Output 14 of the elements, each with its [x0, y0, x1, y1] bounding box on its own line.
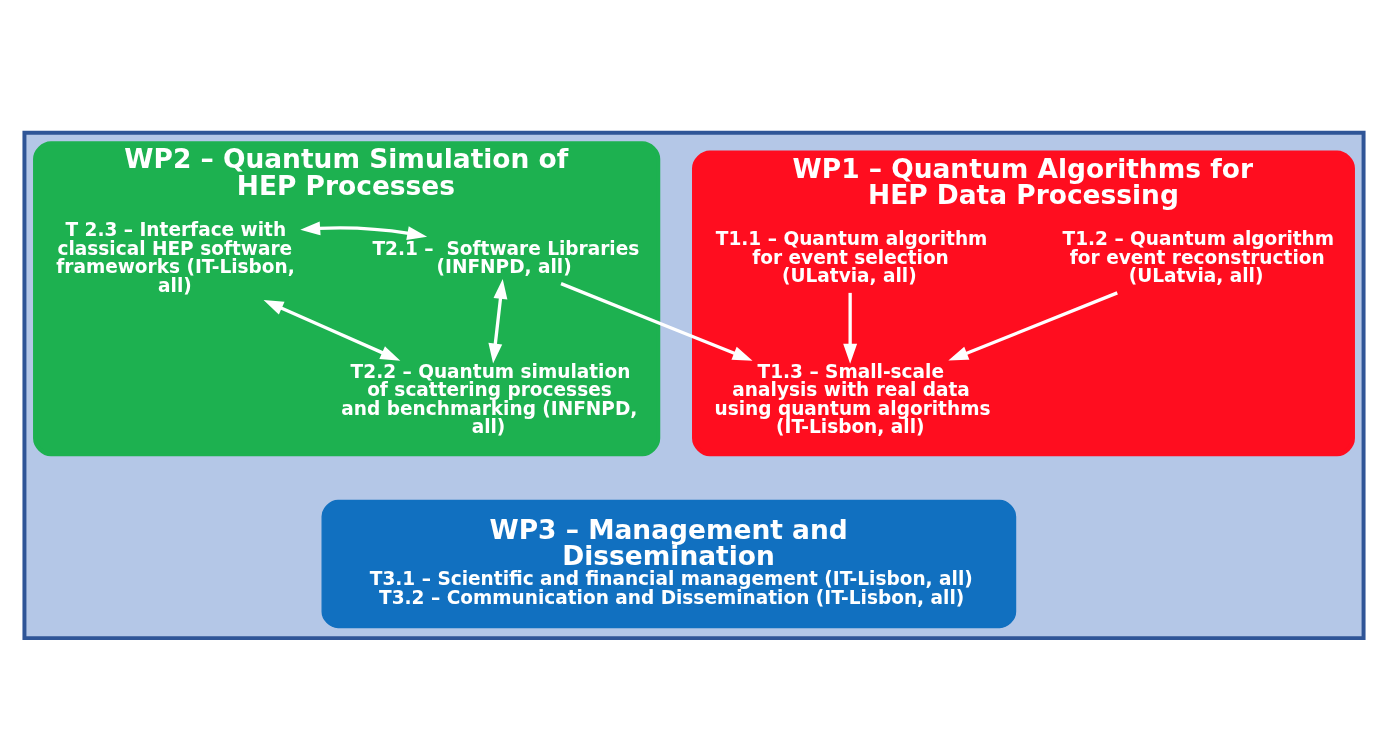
- node-text: T1.2 – Quantum algorithm for event reconstruction (ULatvia, all): [1062, 228, 1335, 287]
- arrow: [843, 292, 858, 364]
- cluster: [22, 130, 1366, 641]
- node-box: WP3 – Management and Dissemination T3.1 – Scientific and financial management (IT-Lisbon, all) T3.2 – Communication and Dissemination (IT-Lisbon, all): [321, 499, 1017, 629]
- arrow: [263, 300, 401, 361]
- node-text: T2.1 – Software Libraries (INFNPD, all): [372, 237, 640, 278]
- arrow: [560, 282, 753, 361]
- arrow: [488, 278, 508, 364]
- node-text: T1.3 – Small-scale analysis with real data using quantum algorithms (IT-Lisbon, all): [714, 360, 991, 438]
- arrow: [948, 291, 1118, 361]
- node-text: T2.2 – Quantum simulation of scattering processes and benchmarking (INFNPD, all): [341, 360, 638, 438]
- node-text: T1.1 – Quantum algorithm for event selection (ULatvia, all): [715, 228, 988, 287]
- arrow: [300, 221, 428, 241]
- node-text: T 2.3 – Interface with classical HEP software frameworks (IT-Lisbon, all): [56, 219, 295, 296]
